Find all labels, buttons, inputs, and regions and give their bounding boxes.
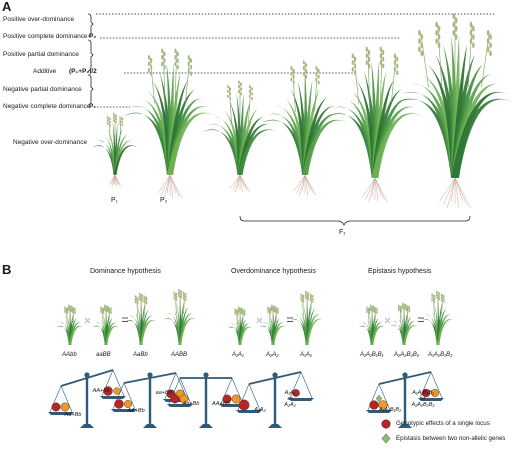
level-positive-complete-dominance: Positive complete dominance xyxy=(3,33,88,40)
legend-icons xyxy=(381,419,391,444)
balance-dominance-3 xyxy=(167,372,245,428)
plant-p2 xyxy=(123,48,217,199)
small-rice-plant-0 xyxy=(56,304,84,345)
legend-single-locus: Genotypic effects of a single locus xyxy=(396,420,490,427)
plant-f1-4 xyxy=(394,13,516,208)
level-additive: Additive xyxy=(33,68,57,75)
genotype-aabb-2: aaBB xyxy=(96,352,111,358)
genotype-a1a2b1b2: A₁A₂B₁B₂ xyxy=(428,352,453,358)
level-brackets xyxy=(87,13,471,226)
legend-epistasis: Epistasis between two non-allelic genes xyxy=(396,435,506,442)
marker-p1: P₁ xyxy=(89,103,97,110)
plant-f1-1 xyxy=(201,80,279,193)
cross-icon xyxy=(384,317,391,324)
level-positive-partial-dominance: Positive partial dominance xyxy=(3,51,79,58)
equals-icon xyxy=(418,317,424,322)
small-rice-plant-2 xyxy=(125,292,157,345)
genotype-aabb-1: AAbb xyxy=(62,352,77,358)
balance-ep-right-top: A₁A₁B₁B₁ xyxy=(412,390,434,396)
dominance-title: Dominance hypothesis xyxy=(90,268,161,275)
marker-midparent: (P₁+P₂)/2 xyxy=(69,68,97,75)
epistasis-title: Epistasis hypothesis xyxy=(368,268,432,275)
plants-b xyxy=(56,288,455,345)
balance-1-right-label: AA+bb xyxy=(92,388,110,394)
level-positive-over-dominance: Positive over-dominance xyxy=(3,16,75,23)
equals-icon xyxy=(122,317,128,322)
operator-signs xyxy=(84,317,424,324)
level-negative-partial-dominance: Negative partial dominance xyxy=(3,86,82,93)
balance-od-right-bottom: A₂A₂ xyxy=(284,402,296,408)
level-negative-complete-dominance: Negative complete dominance xyxy=(3,103,91,110)
balances xyxy=(48,369,444,428)
balance-overdominance xyxy=(236,371,314,428)
marker-p2: P₂ xyxy=(89,33,97,40)
plant-label-p1: P₁ xyxy=(111,197,119,204)
red-circle-icon xyxy=(381,419,391,429)
overdominance-title: Overdominance hypothesis xyxy=(231,268,316,275)
small-rice-plant-9 xyxy=(421,290,455,345)
plant-label-f1: F₁ xyxy=(339,229,346,236)
balance-od-or: or xyxy=(287,396,293,402)
cross-icon xyxy=(84,317,91,324)
small-rice-plant-1 xyxy=(92,304,120,345)
plant-f1-2 xyxy=(261,60,349,196)
small-rice-plant-7 xyxy=(358,304,386,345)
balance-od-right-top: A₁A₁ xyxy=(284,390,296,396)
genotype-aabb-3: AaBb xyxy=(133,352,148,358)
small-rice-plant-4 xyxy=(227,306,253,345)
plant-label-p2: P₂ xyxy=(160,197,168,204)
genotype-a1a1b1b1: A₁A₁B₁B₁ xyxy=(360,352,384,358)
small-rice-plant-6 xyxy=(290,290,324,345)
small-rice-plant-3 xyxy=(163,288,197,345)
balance-od-left-label: A₁A₂ xyxy=(254,407,266,413)
balance-2-left-label: AA+Bb xyxy=(127,408,145,414)
balance-epistasis xyxy=(366,371,444,428)
balance-ep-left-label: A₁A₂B₁B₂ xyxy=(378,407,402,413)
plant-f1-3 xyxy=(325,46,425,203)
genotype-a2a2b2b2: A₂A₂B₂B₂ xyxy=(394,352,420,358)
balance-1-left-label: Aa+Bb xyxy=(64,412,82,418)
balance-2-right-label: aa+BB xyxy=(155,390,173,396)
balance-dominance-1 xyxy=(48,369,126,428)
genotype-a2a2: A₂A₂ xyxy=(266,352,279,358)
small-rice-plant-8 xyxy=(389,302,419,345)
green-diamond-icon xyxy=(381,433,391,444)
balance-3-right-label: AA+BB xyxy=(212,401,230,407)
level-negative-over-dominance: Negative over-dominance xyxy=(13,139,88,146)
balance-3-left-label: Aa+Bb xyxy=(182,401,200,407)
panel-b-letter: B xyxy=(2,262,12,277)
genotype-a1a2: A₁A₂ xyxy=(300,352,313,358)
plants-a xyxy=(93,13,516,208)
balance-ep-or: or xyxy=(420,396,426,402)
genotype-aabb-4: AABB xyxy=(171,352,188,358)
equals-icon xyxy=(287,317,293,322)
cross-icon xyxy=(256,317,263,324)
plant-p1 xyxy=(93,112,137,187)
genotype-a1a1: A₁A₁ xyxy=(232,352,244,358)
panel-a-letter: A xyxy=(2,0,12,14)
balance-ep-right-bottom: A₂A₂B₂B₂ xyxy=(411,402,435,408)
small-rice-plant-5 xyxy=(259,304,287,345)
